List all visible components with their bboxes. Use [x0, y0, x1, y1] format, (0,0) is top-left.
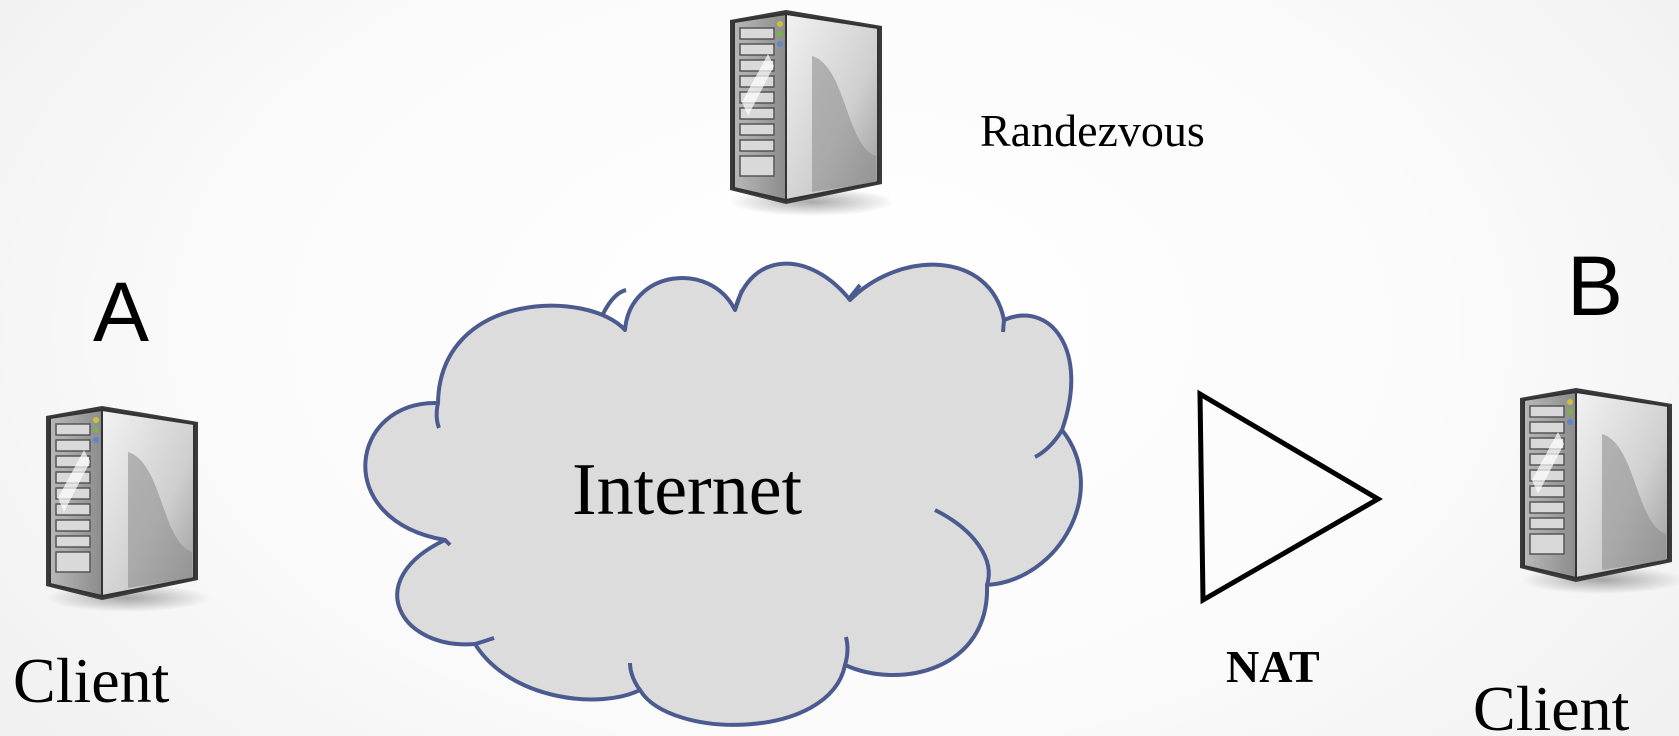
rendezvous-label: Randezvous: [980, 105, 1205, 156]
client-b-letter: B: [1567, 239, 1624, 333]
client-a-letter: A: [93, 265, 150, 359]
nat-triangle-icon: [1197, 389, 1383, 605]
client-b-server-icon: [1516, 384, 1679, 596]
internet-label: Internet: [572, 449, 803, 531]
client-b-label: Client: [1473, 673, 1630, 736]
nat-label: NAT: [1226, 641, 1320, 692]
rendezvous-server-icon: [726, 6, 898, 218]
client-a-server-icon: [42, 402, 214, 614]
client-a-label: Client: [13, 645, 170, 716]
